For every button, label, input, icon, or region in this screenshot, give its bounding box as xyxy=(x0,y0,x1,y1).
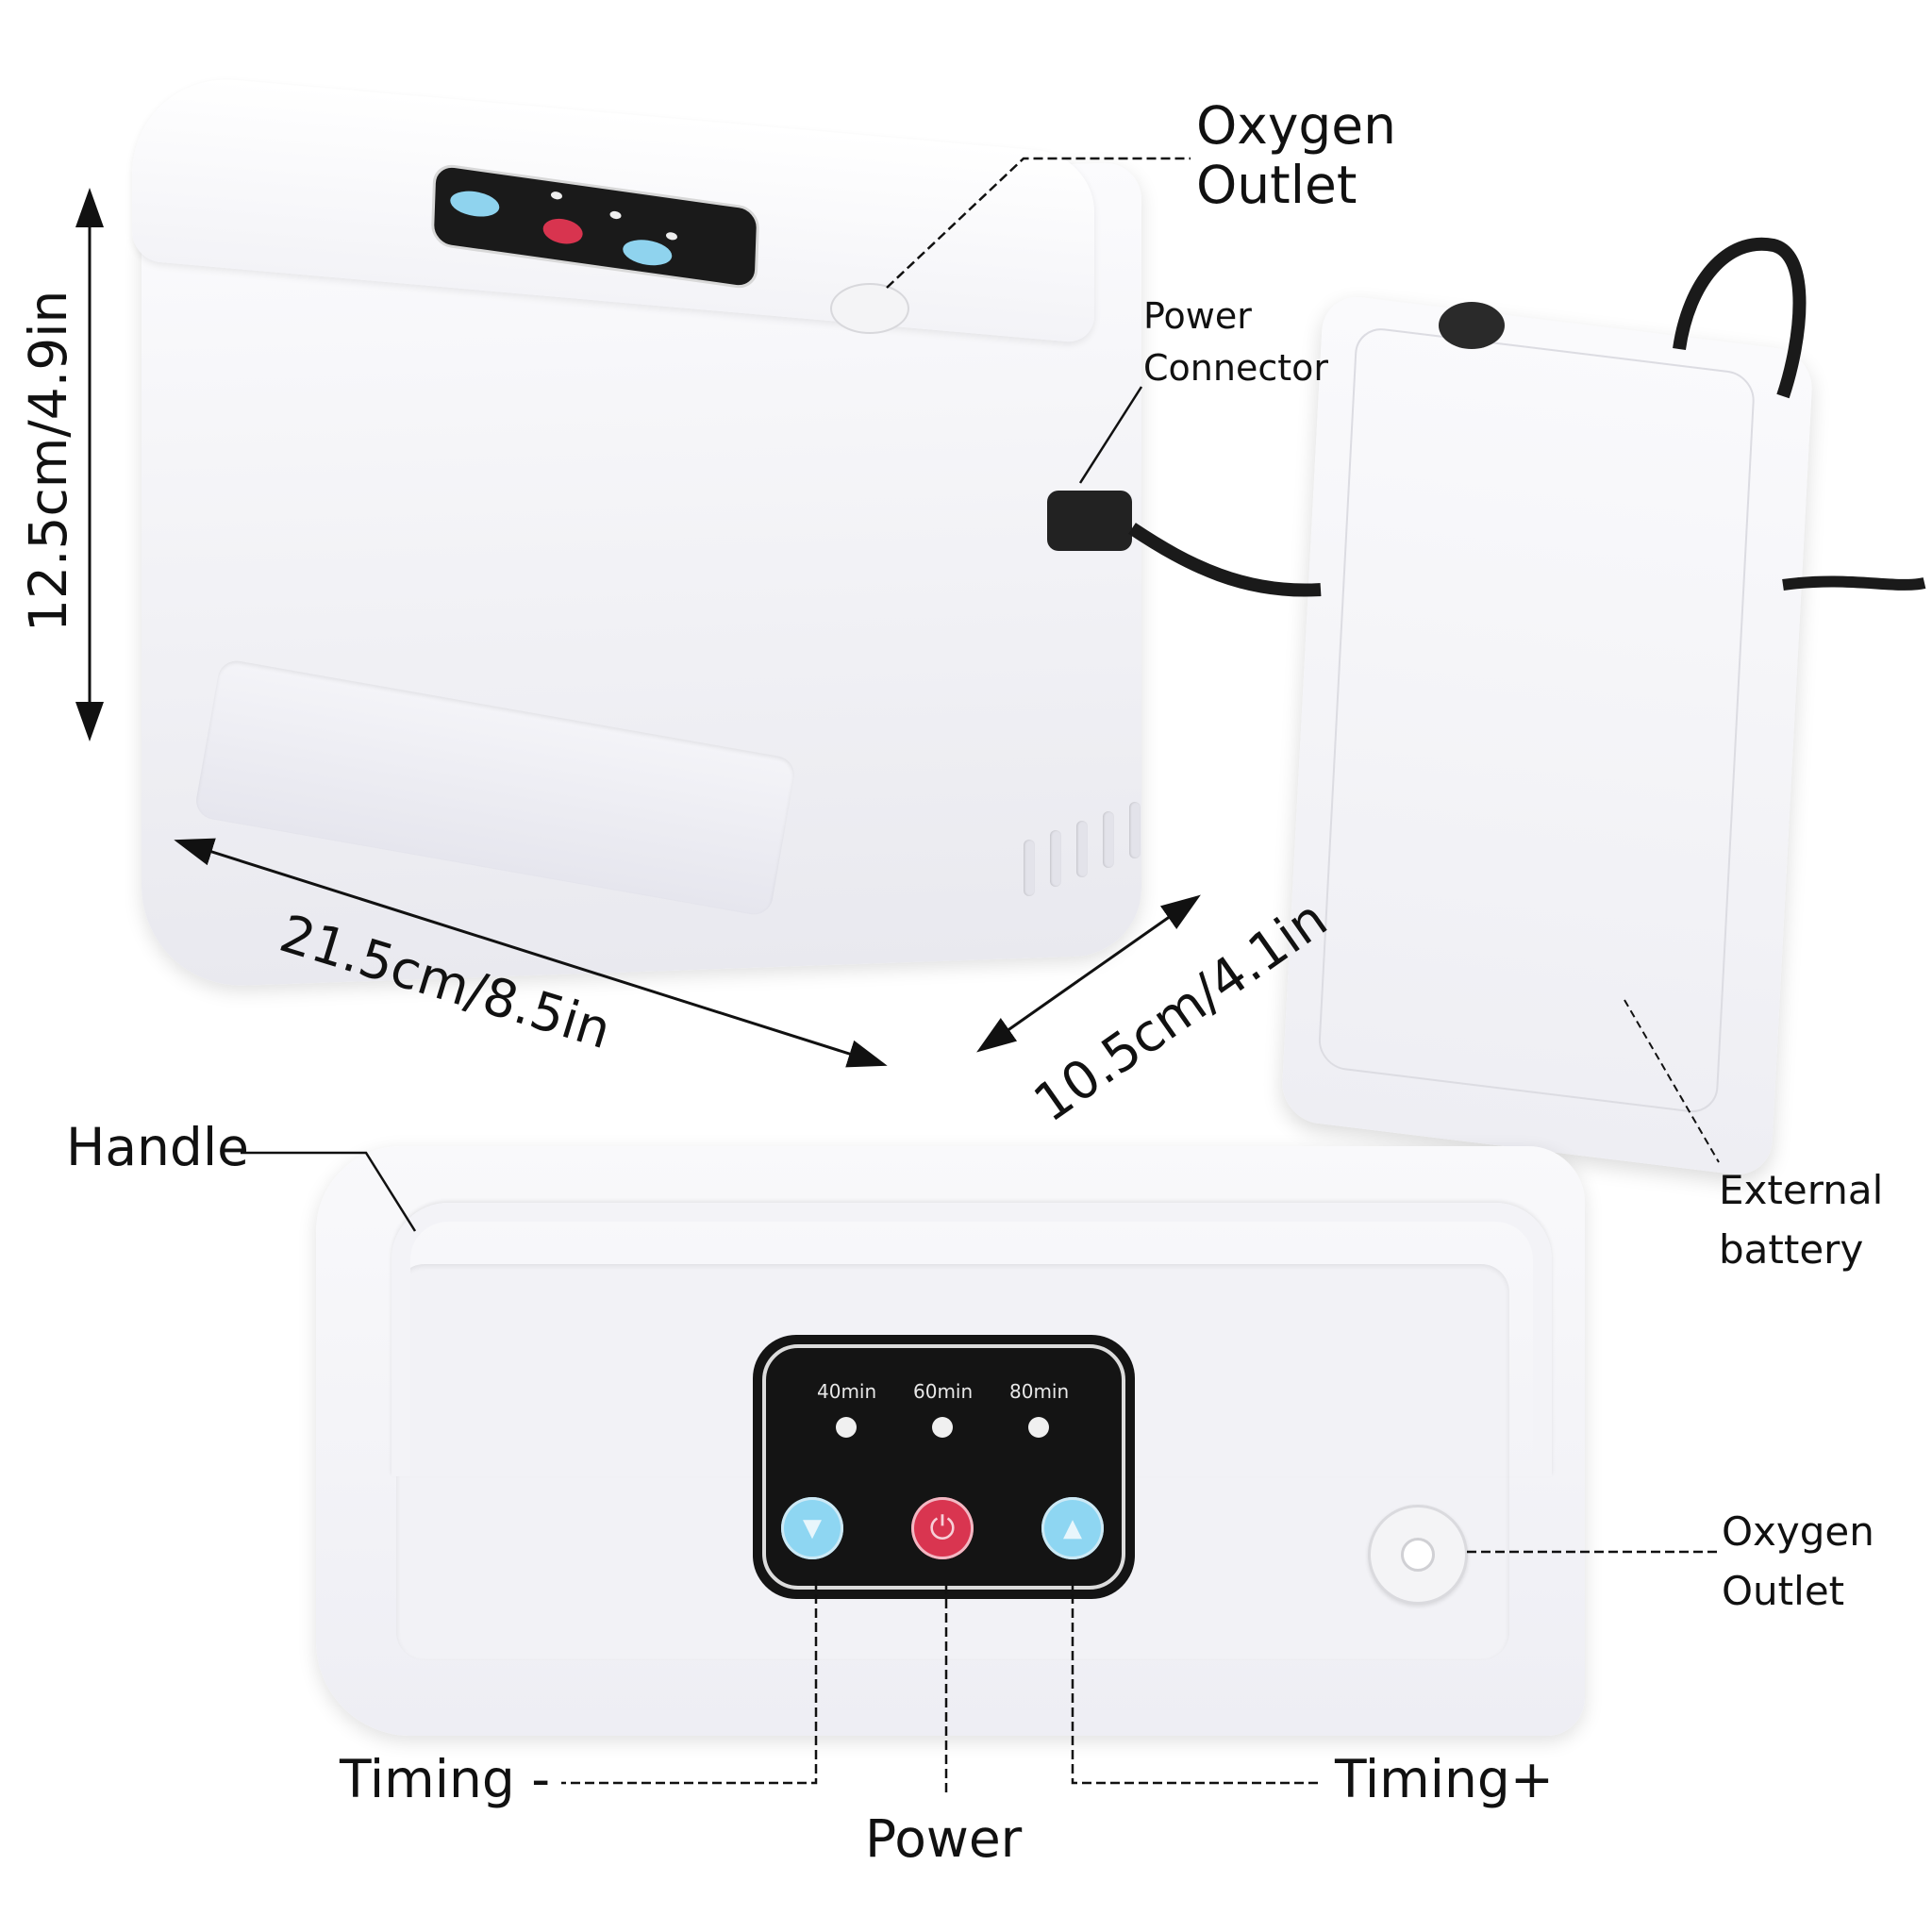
handle xyxy=(391,1203,1552,1476)
power-button[interactable]: ⏻ xyxy=(911,1497,974,1559)
height-dimension-label: 12.5cm/4.9in xyxy=(18,290,78,632)
side-vents xyxy=(1024,792,1146,906)
handle-label: Handle xyxy=(66,1117,249,1177)
timer-label-80: 80min xyxy=(1009,1380,1070,1403)
timer-label-60: 60min xyxy=(913,1380,974,1403)
external-battery-label: External battery xyxy=(1719,1167,1884,1273)
power-label: Power xyxy=(865,1808,1023,1869)
triangle-down-icon: ▼ xyxy=(803,1514,822,1542)
timing-minus-button[interactable]: ▼ xyxy=(781,1497,843,1559)
oxygen-outlet-top-label: Oxygen Outlet xyxy=(1196,95,1396,216)
timing-minus-label: Timing - xyxy=(340,1749,551,1809)
led-80min xyxy=(1028,1417,1049,1438)
timing-plus-button[interactable]: ▲ xyxy=(1041,1497,1104,1559)
led-40min xyxy=(836,1417,857,1438)
oxygen-outlet-top-view xyxy=(830,283,909,334)
timer-label-40: 40min xyxy=(817,1380,877,1403)
control-panel: 40min 60min 80min ▼ ⏻ ▲ xyxy=(753,1335,1135,1599)
battery-switch xyxy=(1439,302,1505,349)
oxygen-outlet-bottom-label: Oxygen Outlet xyxy=(1722,1508,1874,1614)
timing-plus-label: Timing+ xyxy=(1335,1749,1554,1809)
power-icon: ⏻ xyxy=(929,1509,956,1547)
power-plug xyxy=(1047,491,1132,551)
triangle-up-icon: ▲ xyxy=(1063,1514,1082,1542)
power-connector-label: Power Connector xyxy=(1143,295,1328,390)
led-60min xyxy=(932,1417,953,1438)
oxygen-outlet-nozzle xyxy=(1368,1505,1468,1605)
